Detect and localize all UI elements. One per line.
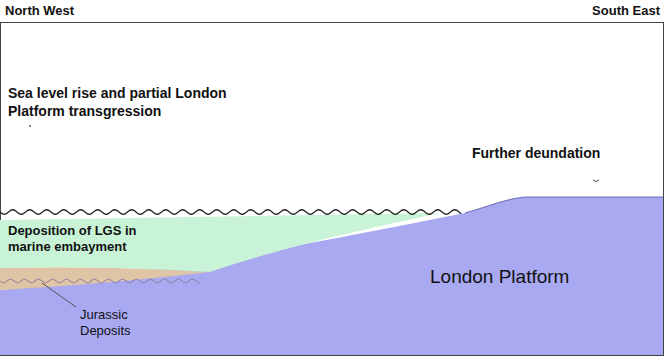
jurassic-deposits [0,267,210,290]
speck [29,125,31,127]
platform-surface [465,197,663,213]
unconformity [0,279,200,283]
lgs-deposits [0,213,440,272]
frame [1,23,664,356]
stage-note: Sea level rise and partial London Platfo… [8,85,258,120]
direction-label: North West [5,3,74,19]
london-platform [0,197,663,355]
unit-label: London Platform [430,265,569,289]
stage-note: Further deundation [472,145,600,163]
leader-line [42,283,76,307]
direction-label: South East [592,3,660,19]
unit-label: Jurassic Deposits [80,307,160,340]
sea-level [0,210,461,215]
unit-label: Deposition of LGS in marine embayment [8,223,178,256]
speck [593,180,599,182]
